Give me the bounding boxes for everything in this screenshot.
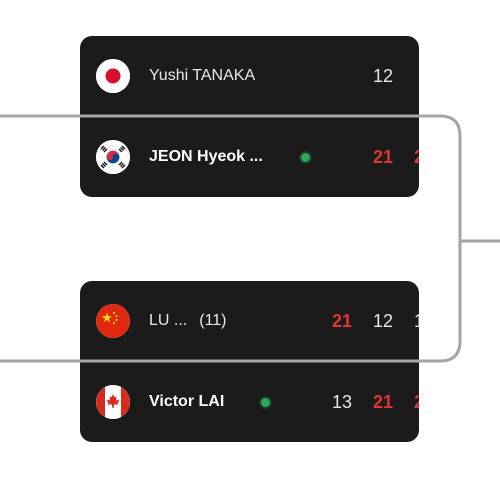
game-score: 21 xyxy=(413,392,419,412)
live-indicator-icon xyxy=(301,153,310,162)
player-row: Victor LAI 13 21 21 xyxy=(80,362,419,442)
match-card-1[interactable]: Yushi TANAKA 12 9 JEON Hyeok ... 21 21 xyxy=(80,36,419,197)
game-score: 13 xyxy=(331,392,353,412)
player-name: Yushi TANAKA xyxy=(149,67,256,84)
game-score: 12 xyxy=(372,66,394,86)
game-score: 21 xyxy=(413,147,419,167)
player-name: LU ... (11) xyxy=(149,281,227,361)
south-korea-flag-icon xyxy=(96,140,130,174)
player-seed: (11) xyxy=(199,312,227,329)
game-score: 9 xyxy=(410,36,420,116)
canada-flag-icon xyxy=(96,385,130,419)
game-score: 21 xyxy=(372,392,394,412)
game-score: 12 xyxy=(372,311,394,331)
game-score: 10 xyxy=(413,311,419,331)
china-flag-icon xyxy=(96,304,130,338)
player-name: Victor LAI xyxy=(149,393,225,410)
player-row: LU ... (11) 21 12 10 xyxy=(80,281,419,361)
game-score: 21 xyxy=(331,311,353,331)
player-name: JEON Hyeok ... xyxy=(149,148,263,165)
player-name-text: LU ... xyxy=(149,312,188,329)
match-card-2[interactable]: LU ... (11) 21 12 10 Victor LAI 13 21 21 xyxy=(80,281,419,442)
japan-flag-icon xyxy=(96,59,130,93)
player-row: Yushi TANAKA 12 9 xyxy=(80,36,419,116)
live-indicator-icon xyxy=(261,398,270,407)
player-row: JEON Hyeok ... 21 21 xyxy=(80,117,419,197)
game-score: 21 xyxy=(372,147,394,167)
